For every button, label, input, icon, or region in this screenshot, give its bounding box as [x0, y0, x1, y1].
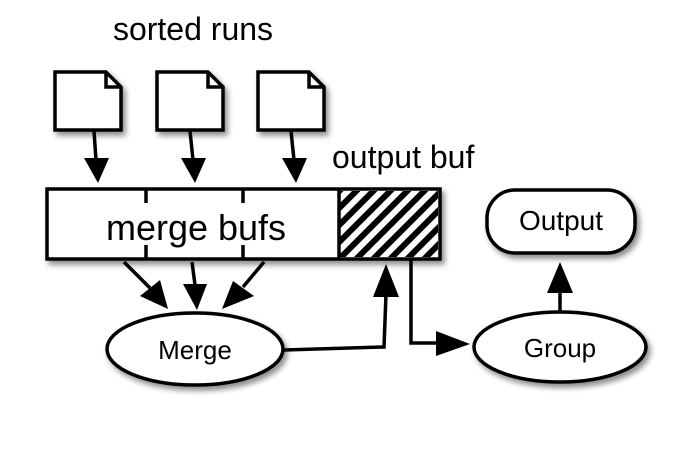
buffer-to-merge-arrow-1 [122, 260, 168, 309]
run-to-buffer-arrow-3 [282, 130, 307, 183]
buffer-to-merge-arrow-3 [222, 260, 266, 309]
group-node-label: Group [524, 333, 596, 363]
sorted-runs-title: sorted runs [113, 11, 273, 47]
group-to-output-arrow [547, 262, 573, 312]
output-node [485, 188, 637, 255]
merge-node [105, 311, 285, 387]
sorted-run-1-icon [53, 70, 123, 132]
output-buf-label: output buf [332, 139, 474, 175]
output-buffer-hatched [340, 191, 438, 257]
output-node-label: Output [519, 205, 603, 236]
merge-node-label: Merge [158, 335, 232, 365]
buffer-to-merge-arrow-2 [183, 261, 207, 310]
run-to-buffer-arrow-1 [84, 130, 109, 183]
output-buffer-to-group-arrow [409, 260, 470, 356]
sorted-run-2-icon [155, 70, 225, 132]
merge-to-output-buffer-arrow [283, 264, 399, 352]
sorted-run-3-icon [256, 70, 326, 132]
run-to-buffer-arrow-2 [181, 130, 206, 183]
merge-bufs-label: merge bufs [106, 207, 286, 248]
